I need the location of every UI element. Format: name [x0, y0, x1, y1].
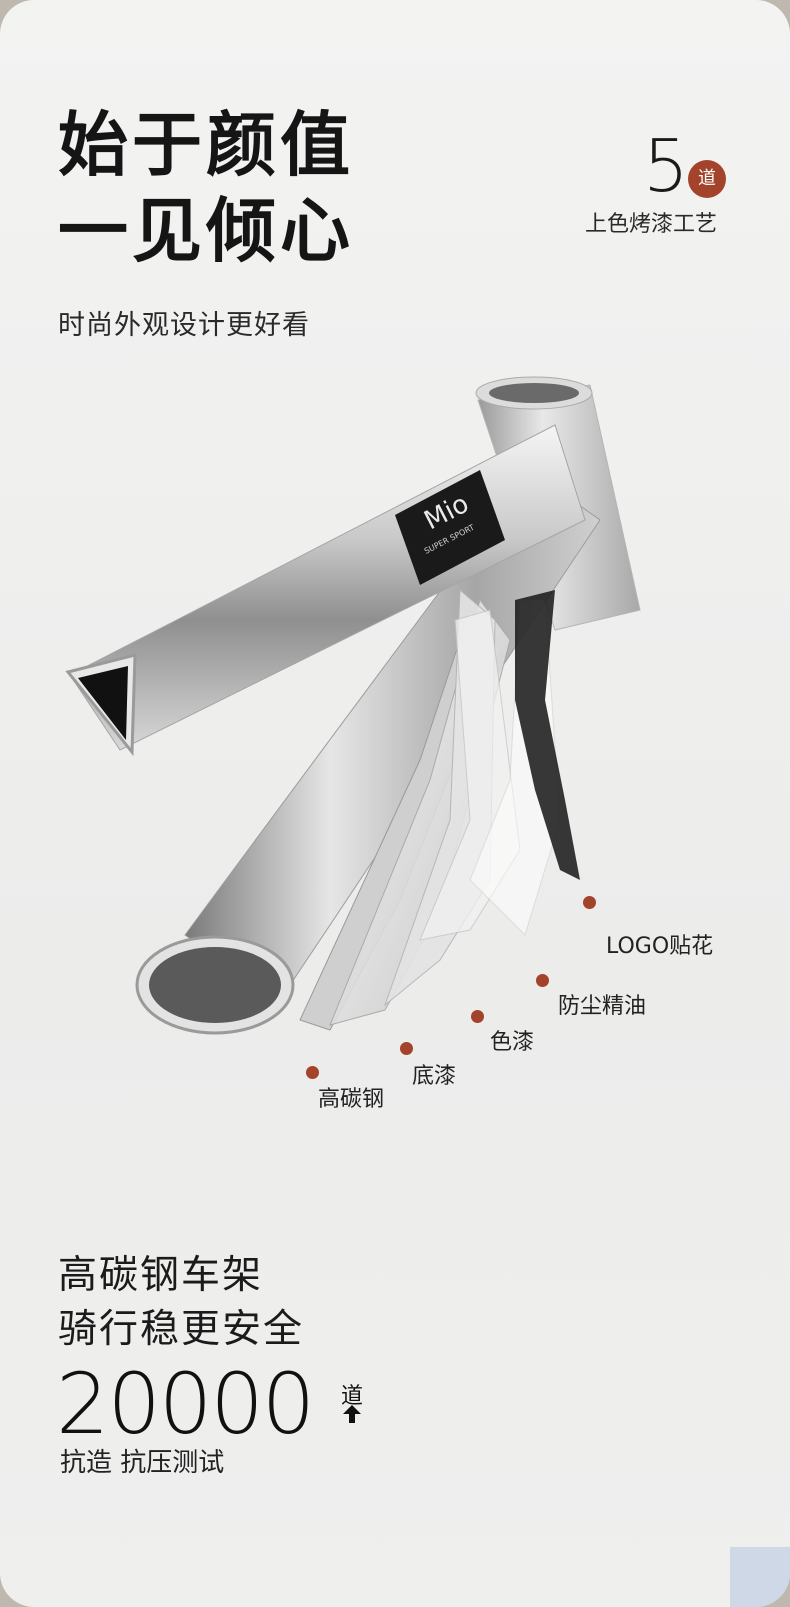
- bottom-title-line-1: 高碳钢车架: [58, 1253, 264, 1298]
- layer-label-steel: 高碳钢: [318, 1087, 385, 1112]
- test-caption: 抗造 抗压测试: [60, 1448, 225, 1478]
- headline-line-2: 一见倾心: [58, 190, 354, 272]
- layer-label-color-paint: 色漆: [490, 1030, 535, 1055]
- layer-dot-primer: [400, 1042, 413, 1055]
- bottom-title-line-2: 骑行稳更安全: [58, 1307, 305, 1352]
- corner-tint: [730, 1547, 790, 1607]
- arrow-up-icon: [343, 1405, 361, 1423]
- subheadline: 时尚外观设计更好看: [58, 310, 310, 341]
- test-count-number: 20000: [56, 1355, 315, 1453]
- paint-process-caption: 上色烤漆工艺: [585, 212, 718, 237]
- layer-dot-logo: [583, 896, 596, 909]
- layer-label-primer: 底漆: [412, 1064, 457, 1089]
- test-count-unit: 道: [341, 1384, 364, 1409]
- layer-dot-dust-oil: [536, 974, 549, 987]
- paint-count-number: 5: [643, 124, 689, 208]
- layer-dot-color-paint: [471, 1010, 484, 1023]
- headline-line-1: 始于颜值: [58, 104, 354, 186]
- paint-count-unit-badge: 道: [688, 160, 726, 198]
- layer-label-dust-oil: 防尘精油: [558, 994, 647, 1019]
- layer-dot-steel: [306, 1066, 319, 1079]
- layer-label-logo-decal: LOGO贴花: [606, 934, 714, 959]
- bike-frame-illustration: Mio SUPER SPORT: [65, 376, 641, 1035]
